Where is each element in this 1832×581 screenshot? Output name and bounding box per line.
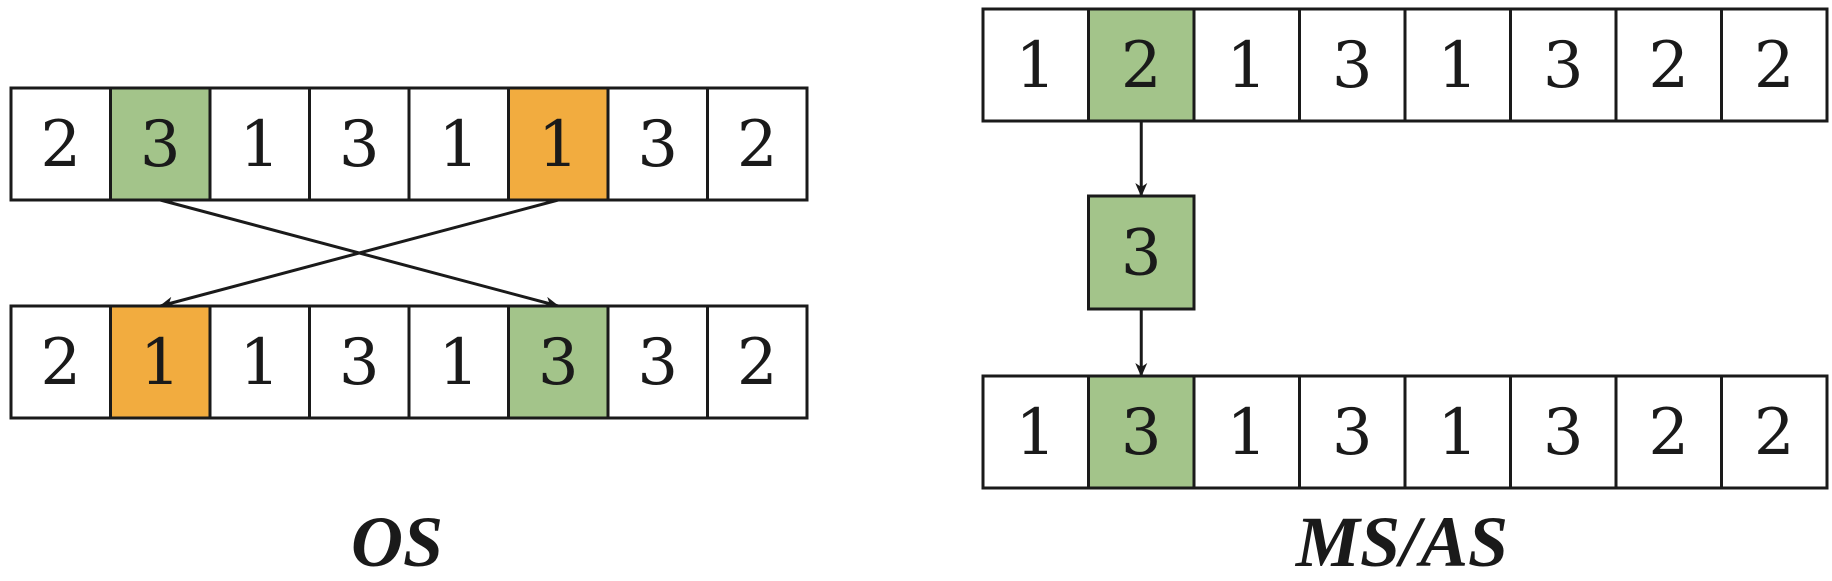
os-parent-cell — [706, 86, 809, 202]
ms-as-parent-cell — [1403, 7, 1512, 123]
ms-as-parent-gene-value: 2 — [1121, 29, 1162, 103]
ms-as-parent-gene-value: 1 — [1226, 29, 1267, 103]
ms-as-parent-cell — [1720, 7, 1829, 123]
os-parent-gene-value: 2 — [40, 108, 81, 182]
ms-as-parent-cell — [1298, 7, 1407, 123]
ms-as-child-gene-value: 1 — [1226, 396, 1267, 470]
ms-as-child-gene-value: 1 — [1437, 396, 1478, 470]
ms-as-child-gene-value: 2 — [1754, 396, 1795, 470]
ms-as-child-cell — [1087, 374, 1196, 490]
ms-as-child-cell — [1192, 374, 1301, 490]
ms-as-child-gene-value: 3 — [1543, 396, 1584, 470]
ms-as-child-gene-value: 3 — [1121, 396, 1162, 470]
os-parent-cell — [109, 86, 212, 202]
os-child-cell — [208, 304, 311, 420]
os-crossover-arrows — [159, 198, 560, 309]
ms-as-parent-gene-value: 1 — [1015, 29, 1056, 103]
ms-as-parent-cell — [981, 7, 1090, 123]
ms-as-mutation-gene: 3 — [1087, 194, 1196, 311]
ms-as-child-cell — [1403, 374, 1512, 490]
ms-as-mutation-value: 3 — [1121, 217, 1162, 291]
ms-as-child-gene-value: 1 — [1015, 396, 1056, 470]
os-parent-cell — [407, 86, 510, 202]
os-caption: OS — [351, 502, 443, 581]
os-parent-cell — [9, 86, 112, 202]
os-child-cell — [9, 304, 112, 420]
ms-as-parent-gene-value: 3 — [1543, 29, 1584, 103]
ms-as-parent-cell — [1509, 7, 1618, 123]
os-child-gene-value: 3 — [637, 326, 678, 400]
os-child-gene-value: 1 — [438, 326, 479, 400]
ms-as-mutation-cell — [1087, 194, 1196, 311]
os-parent-gene-value: 1 — [239, 108, 280, 182]
os-child-gene-value: 2 — [737, 326, 778, 400]
ms-as-child-cell — [1720, 374, 1829, 490]
os-swap-arrow — [159, 198, 559, 309]
ms-as-child-gene-value: 3 — [1332, 396, 1373, 470]
ms-as-child-cell — [1298, 374, 1407, 490]
os-parent-cell — [507, 86, 610, 202]
ms-as-child-gene-value: 2 — [1648, 396, 1689, 470]
ms-as-parent-gene-value: 3 — [1332, 29, 1373, 103]
os-child-cell — [109, 304, 212, 420]
os-child-gene-value: 1 — [239, 326, 280, 400]
os-parent-gene-value: 1 — [438, 108, 479, 182]
os-child-gene-value: 2 — [40, 326, 81, 400]
ms-as-parent-cell — [1614, 7, 1723, 123]
os-parent-gene-value: 3 — [339, 108, 380, 182]
os-child-cell — [507, 304, 610, 420]
ms-as-parent-gene-value: 2 — [1754, 29, 1795, 103]
os-child-cell — [606, 304, 709, 420]
os-parent-cell — [208, 86, 311, 202]
ms-as-parent-gene-value: 2 — [1648, 29, 1689, 103]
os-parent-cell — [606, 86, 709, 202]
os-parent-gene-value: 1 — [538, 108, 579, 182]
os-parent-gene-value: 3 — [140, 108, 181, 182]
os-child-gene-value: 1 — [140, 326, 181, 400]
os-child-cell — [308, 304, 411, 420]
ms-as-parent-gene-value: 1 — [1437, 29, 1478, 103]
os-child-gene-value: 3 — [538, 326, 579, 400]
ms-as-caption: MS/AS — [1295, 502, 1508, 581]
ms-as-child-cell — [981, 374, 1090, 490]
os-child-cell — [706, 304, 809, 420]
os-parent-gene-value: 3 — [637, 108, 678, 182]
os-child-gene-value: 3 — [339, 326, 380, 400]
os-parent-gene-value: 2 — [737, 108, 778, 182]
